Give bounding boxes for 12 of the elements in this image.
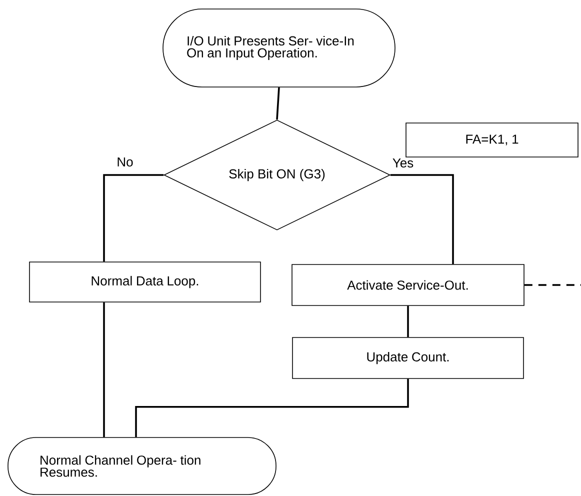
connector-line: [276, 87, 280, 120]
edge-label: No: [118, 157, 133, 167]
process-box: Normal Data Loop.: [29, 262, 261, 302]
connector-line: [135, 378, 409, 438]
note-box: FA=K1, 1: [406, 122, 578, 158]
process-box: Update Count.: [292, 337, 524, 379]
process-box: Activate Service-Out.: [292, 264, 524, 306]
connector-line: [103, 174, 164, 262]
connector-line: [407, 306, 409, 338]
connector-line: [390, 174, 454, 264]
edge-label: Yes: [392, 158, 414, 168]
connector-line: [103, 302, 105, 438]
